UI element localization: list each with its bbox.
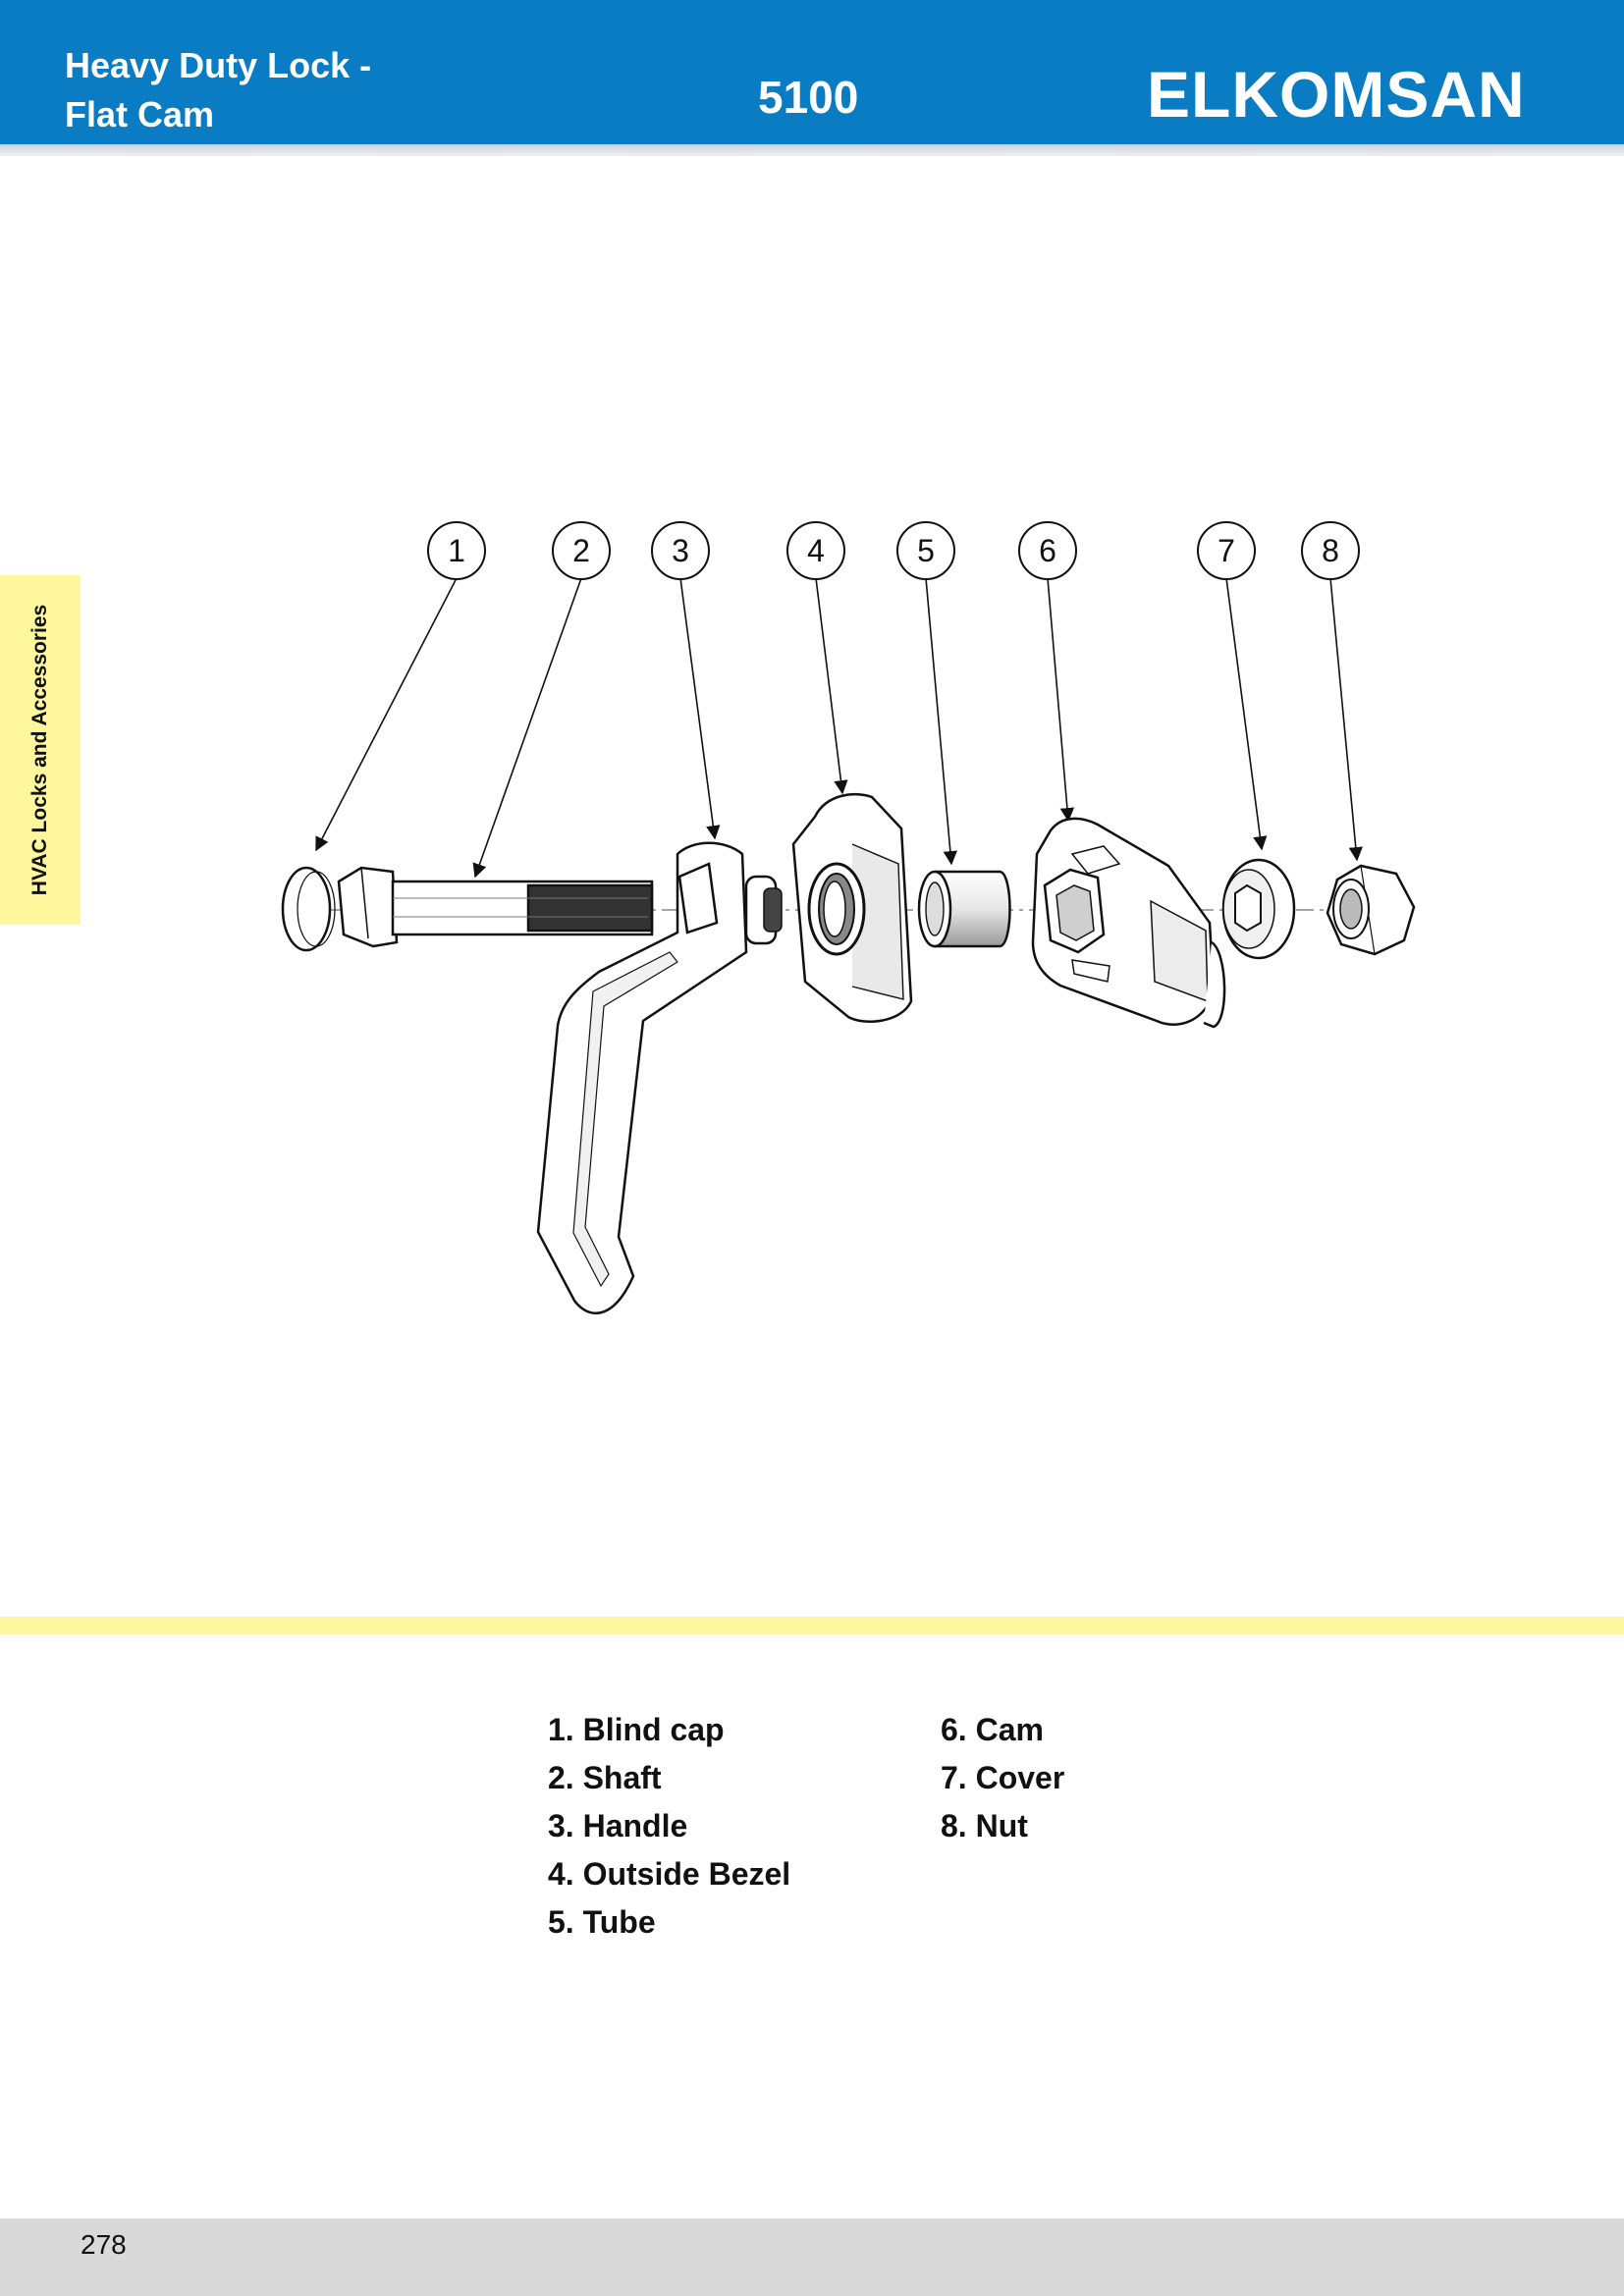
callout-number: 8 [1322,533,1339,568]
list-item: 7. Cover [941,1760,1065,1795]
list-item: 1. Blind cap [548,1712,725,1747]
cam-part [1031,817,1226,1029]
shaft-part [337,866,654,948]
tube-part [917,870,1011,948]
callout-number: 7 [1218,533,1235,568]
product-code: 5100 [758,72,859,123]
nut-part [1326,864,1416,956]
callout-4: 4 [786,521,848,795]
callout-number: 2 [572,533,590,568]
parts-list-left: 1. Blind cap 2. Shaft 3. Handle 4. Outsi… [548,1706,790,1947]
parts-list-right: 6. Cam 7. Cover 8. Nut [941,1706,1064,1850]
list-item: 6. Cam [941,1712,1044,1747]
section-divider-band [0,1617,1624,1634]
callout-number: 1 [448,533,465,568]
brand-logo: ELKOMSAN [1147,58,1526,131]
header-bar [0,0,1624,144]
callout-5: 5 [896,521,958,866]
callout-7: 7 [1197,521,1268,851]
list-item: 4. Outside Bezel [548,1856,791,1892]
blind-cap-part [281,866,336,952]
list-item: 3. Handle [548,1808,688,1843]
callout-1: 1 [315,521,486,852]
callout-6: 6 [1018,521,1077,823]
outside-bezel-part [791,792,913,1023]
callout-8: 8 [1301,521,1363,862]
list-item: 5. Tube [548,1904,656,1940]
callout-number: 3 [672,533,689,568]
handle-part [536,841,783,1315]
list-item: 8. Nut [941,1808,1028,1843]
section-side-tab [0,575,81,925]
callout-2: 2 [472,521,611,879]
header-divider [0,144,1624,156]
footer-bar [0,2218,1624,2296]
list-item: 2. Shaft [548,1760,662,1795]
callout-number: 6 [1039,533,1056,568]
cover-part [1221,858,1296,960]
callout-number: 5 [917,533,935,568]
callout-number: 4 [807,533,825,568]
page-number: 278 [81,2229,127,2260]
exploded-view-diagram: 1 2 3 4 5 6 7 8 [281,521,1416,1315]
page-title-line-1: Heavy Duty Lock - [65,45,372,85]
page-title-line-2: Flat Cam [65,94,215,134]
callout-3: 3 [651,521,721,840]
